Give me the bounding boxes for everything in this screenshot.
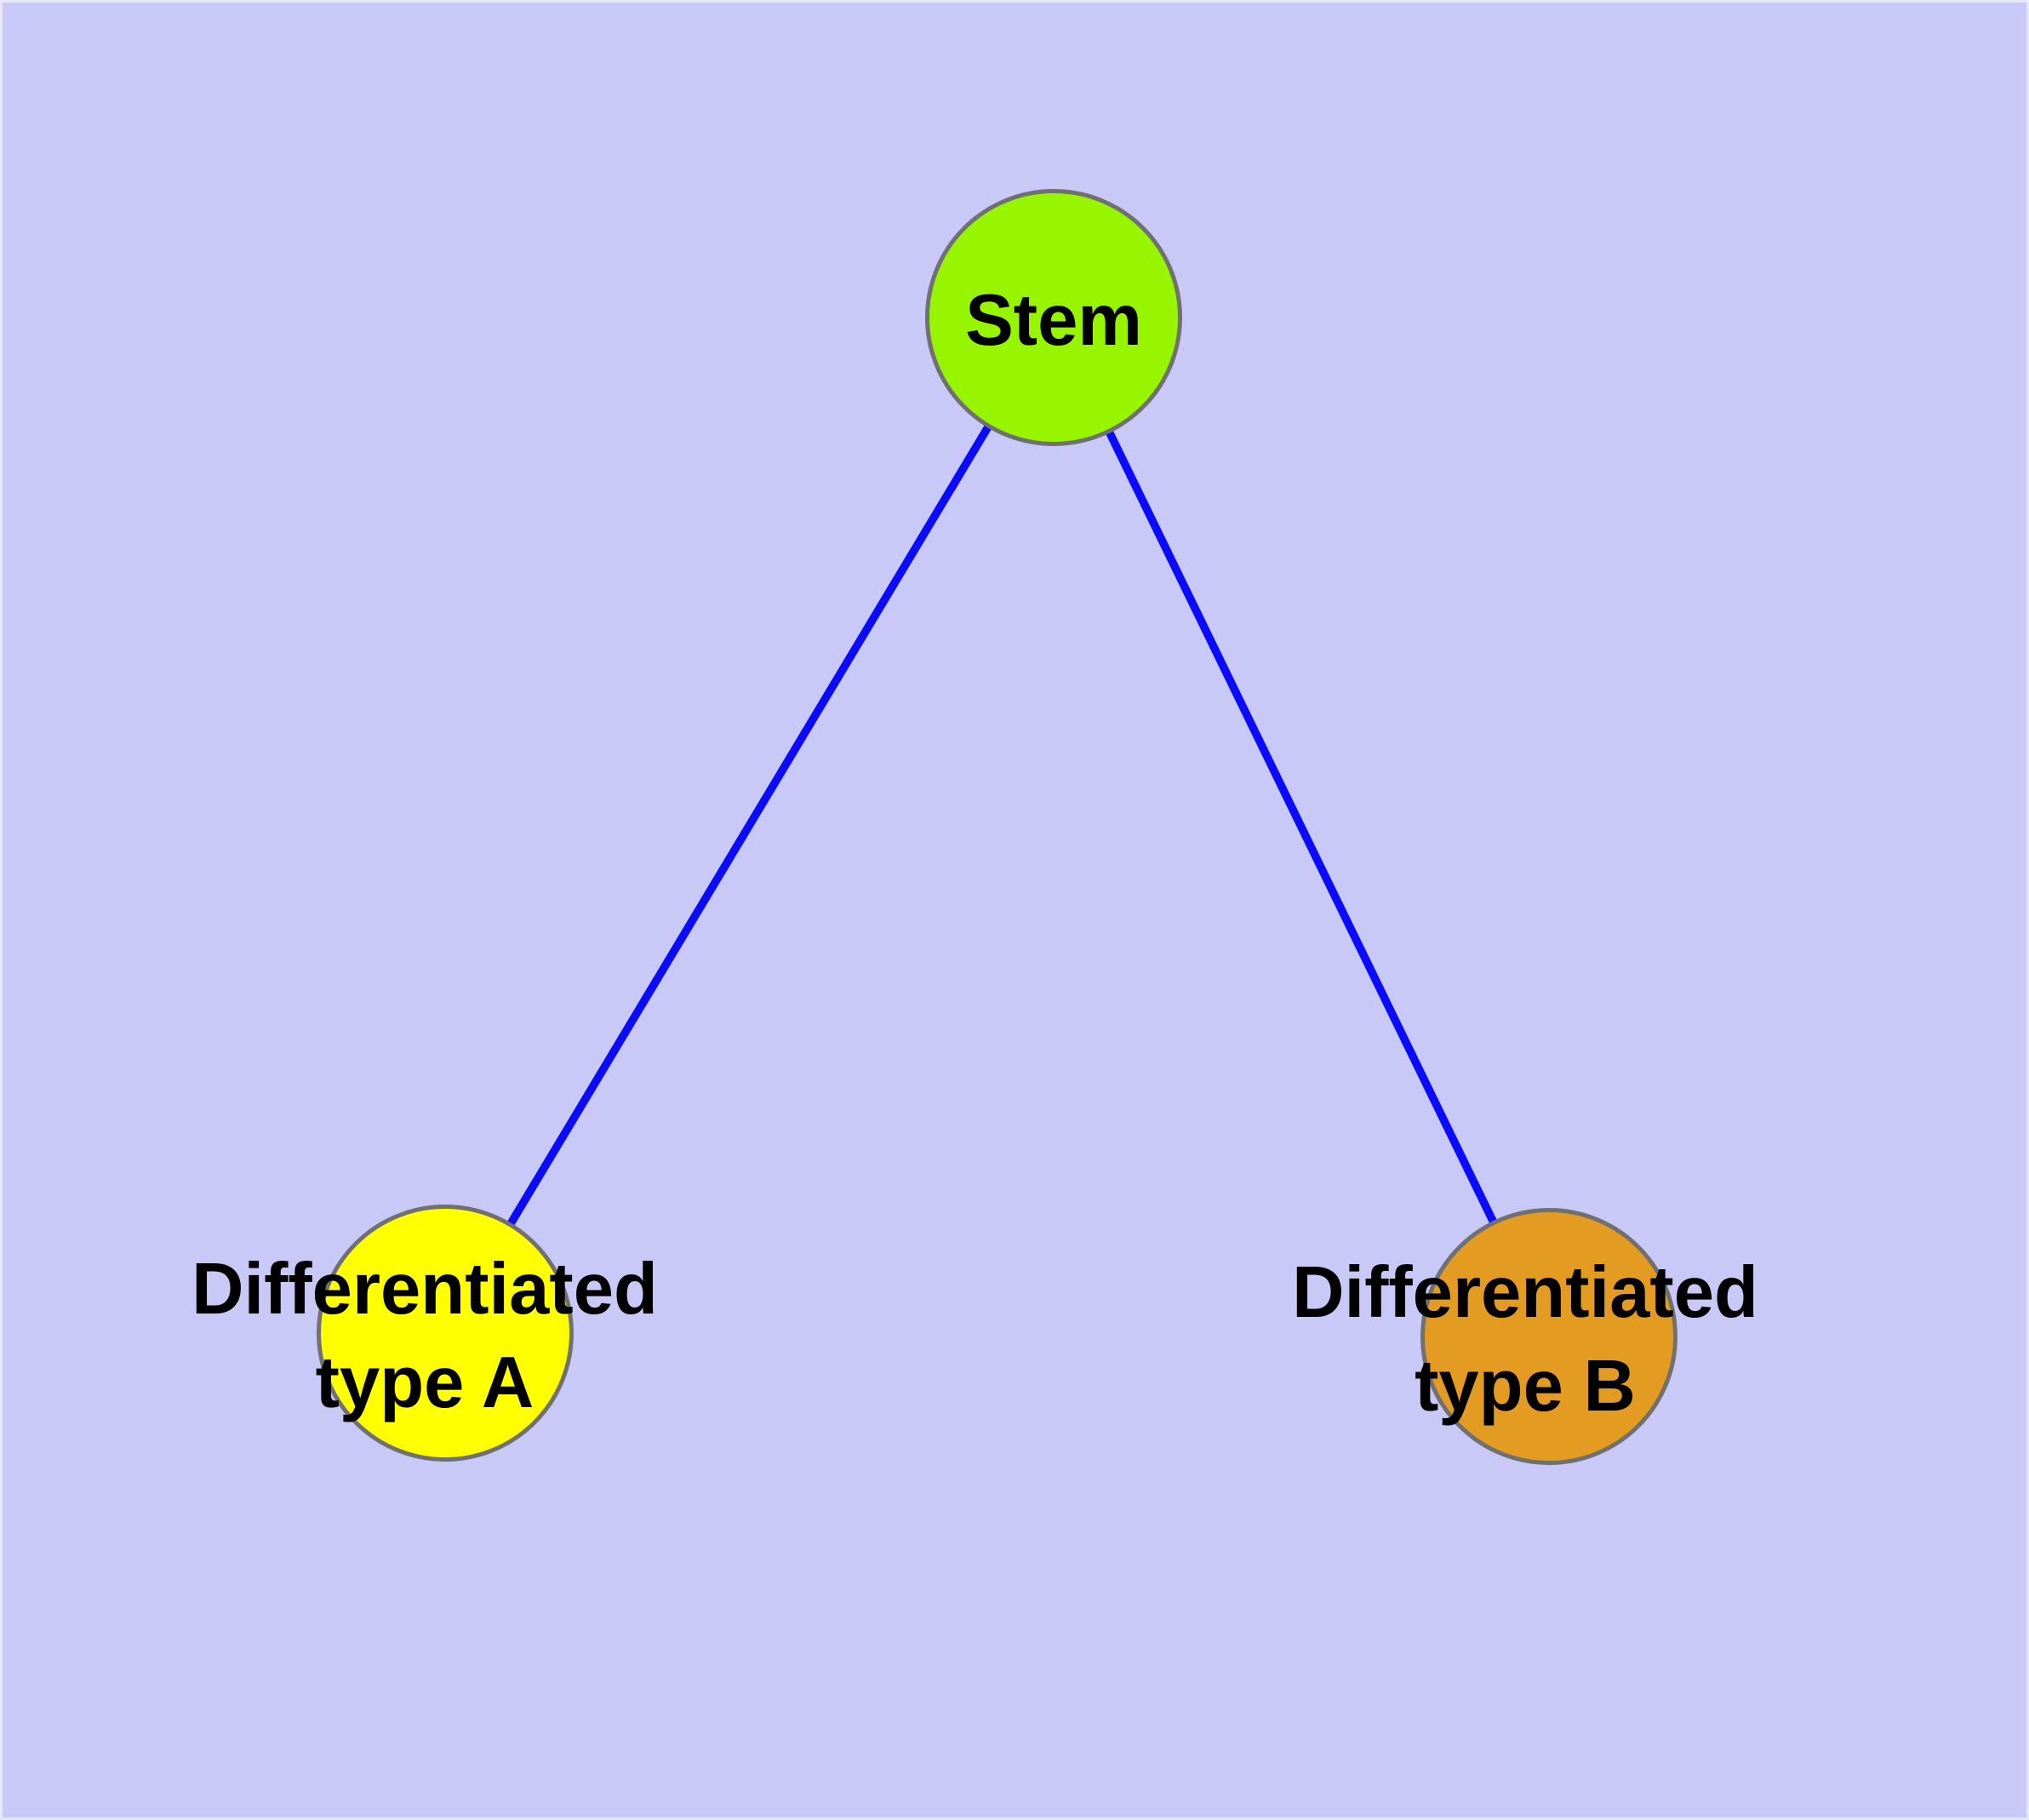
label-line: type B [1415,1346,1636,1427]
label-line: type A [315,1342,534,1423]
node-differentiated-type-a-label: Differentiated type A [191,1243,658,1430]
node-differentiated-type-a-circle [317,1205,574,1462]
node-differentiated-type-b-circle [1420,1208,1677,1465]
label-line: Differentiated [191,1249,658,1330]
label-line: Stem [965,280,1142,361]
edge-stem-to-type-a [441,315,1058,1336]
node-stem-label: Stem [965,274,1142,368]
edge-stem-to-type-b [1049,315,1553,1339]
label-line: Differentiated [1292,1252,1758,1333]
node-differentiated-type-b-label: Differentiated type B [1292,1246,1758,1434]
node-stem-circle [925,189,1182,446]
